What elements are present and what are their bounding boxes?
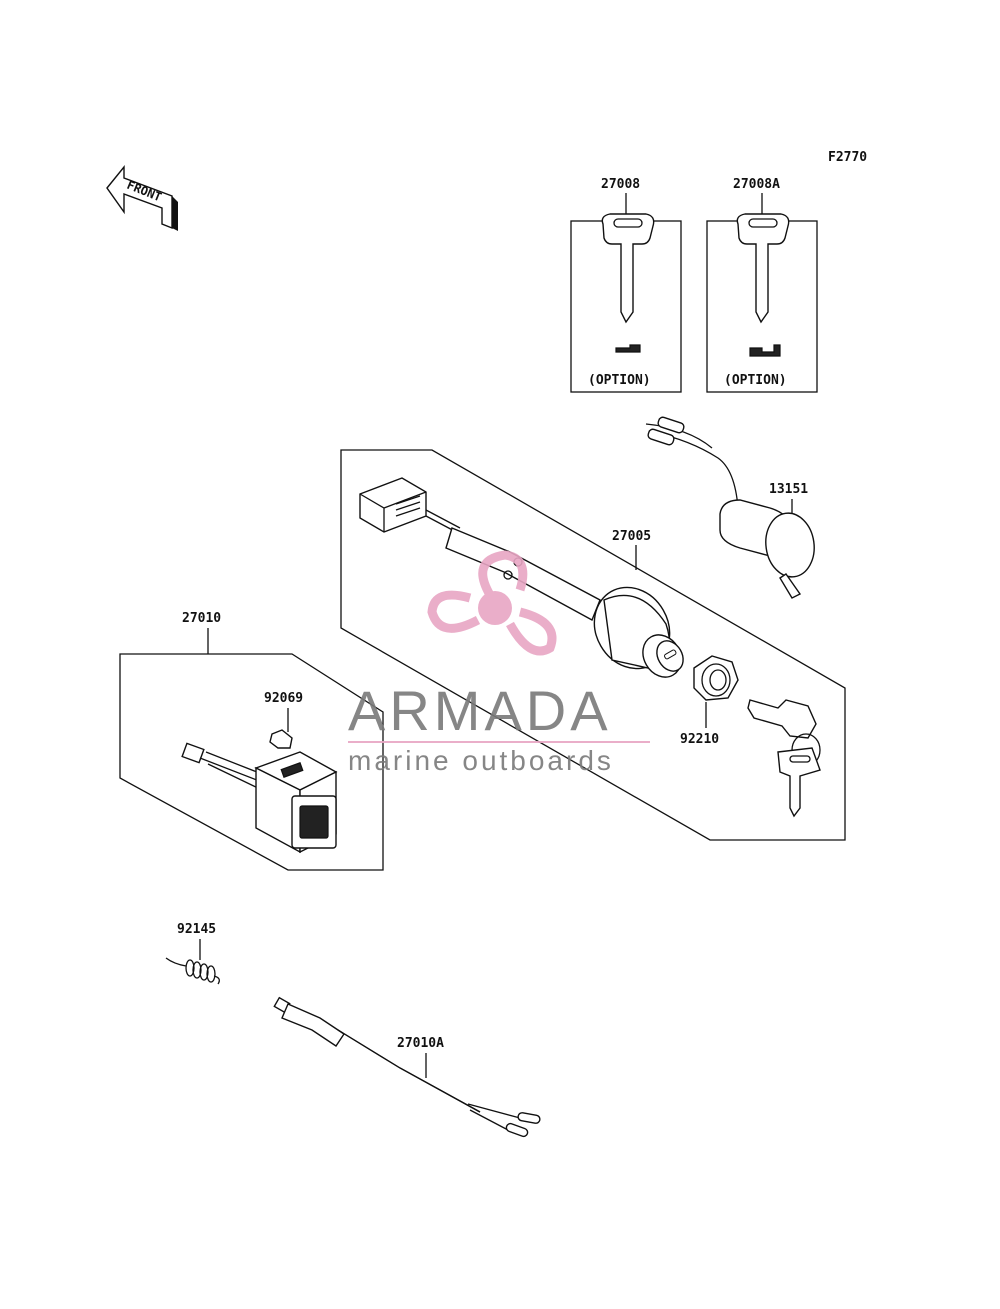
label-92145: 92145 [177, 922, 216, 937]
watermark-subtitle: marine outboards [348, 745, 614, 776]
cable-27010a-group: 27010A [273, 996, 541, 1138]
front-arrow-icon: FRONT [106, 165, 178, 231]
label-92210: 92210 [680, 732, 719, 747]
spring-92145-group: 92145 [165, 922, 220, 985]
label-27010a: 27010A [397, 1036, 444, 1051]
watermark: ARMADA marine outboards [348, 550, 650, 776]
figure-code: F2770 [828, 150, 867, 165]
label-92069: 92069 [264, 691, 303, 706]
switch-27010-group: 27010 92069 [119, 611, 384, 871]
key-27008a-group: 27008A (OPTION) [706, 177, 818, 393]
label-27008: 27008 [601, 177, 640, 192]
lamp-13151-group: 13151 [645, 416, 815, 599]
label-27010: 27010 [182, 611, 221, 626]
key-icon [601, 213, 655, 324]
option-27008: (OPTION) [588, 373, 651, 388]
bulb-icon [269, 729, 293, 749]
key-icon [736, 213, 790, 324]
nut-92210-group: 92210 [680, 655, 739, 747]
watermark-title: ARMADA [348, 679, 612, 742]
label-13151: 13151 [769, 482, 808, 497]
label-27008a: 27008A [733, 177, 780, 192]
propeller-logo-icon [427, 550, 557, 656]
option-27008a: (OPTION) [724, 373, 787, 388]
label-27005: 27005 [612, 529, 651, 544]
ignition-keys-icon [747, 699, 821, 818]
key-27008-group: 27008 (OPTION) [570, 177, 682, 393]
